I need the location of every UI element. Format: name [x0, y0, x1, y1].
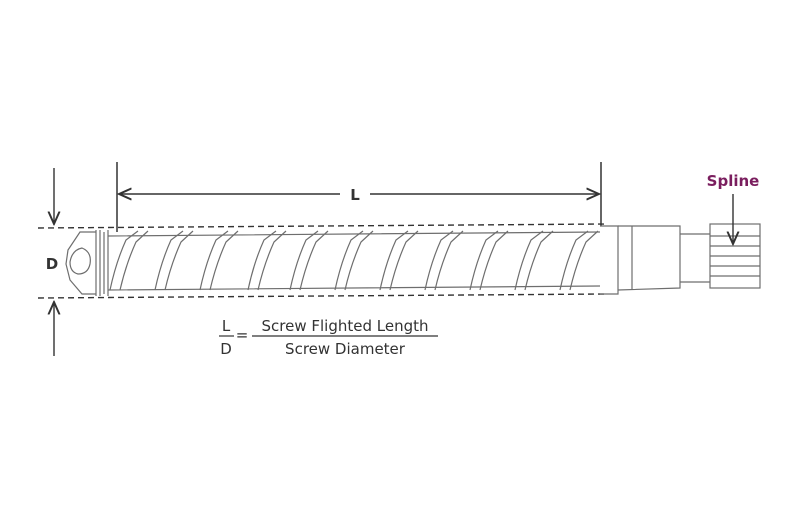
screw-tip: [65, 230, 109, 296]
flight-edge-2: [164, 230, 194, 291]
flight-11: [559, 230, 589, 291]
flight-edge-11: [569, 230, 599, 291]
diameter-bottom-dashed-line: [37, 293, 608, 299]
flight-edge-3: [209, 230, 239, 291]
flight-edge-7: [389, 230, 419, 291]
screw-flights: [109, 230, 599, 291]
equals-sign: =: [236, 326, 249, 344]
flight-8: [424, 230, 454, 291]
flight-2: [154, 230, 184, 291]
screw-shaft: [600, 225, 710, 295]
spline-section: [709, 223, 761, 289]
ratio-numerator: L: [222, 317, 231, 335]
flight-6: [334, 230, 364, 291]
flight-1: [109, 230, 139, 291]
spline-callout: Spline: [707, 172, 760, 244]
length-dimension: L: [116, 162, 602, 232]
spline-label: Spline: [707, 172, 760, 190]
flight-edge-8: [434, 230, 464, 291]
flight-edge-5: [299, 230, 329, 291]
flight-edge-9: [479, 230, 509, 291]
flight-10: [514, 230, 544, 291]
flight-5: [289, 230, 319, 291]
ratio-denominator: D: [220, 340, 232, 358]
flight-9: [469, 230, 499, 291]
formula-numerator: Screw Flighted Length: [262, 317, 429, 335]
diameter-label: D: [46, 255, 58, 273]
diameter-dimension: D: [46, 168, 58, 356]
flight-edge-1: [119, 230, 149, 291]
flight-7: [379, 230, 409, 291]
diameter-top-dashed-line: [37, 223, 608, 229]
formula-denominator: Screw Diameter: [285, 340, 406, 358]
flight-edge-6: [344, 230, 374, 291]
flight-4: [247, 230, 277, 291]
flight-edge-4: [257, 230, 287, 291]
length-label: L: [350, 186, 360, 204]
ld-ratio-formula: L D = Screw Flighted Length Screw Diamet…: [219, 317, 438, 358]
flight-edge-10: [524, 230, 554, 291]
screw-root-outline: [107, 231, 601, 291]
screw: [65, 223, 761, 296]
flight-3: [199, 230, 229, 291]
